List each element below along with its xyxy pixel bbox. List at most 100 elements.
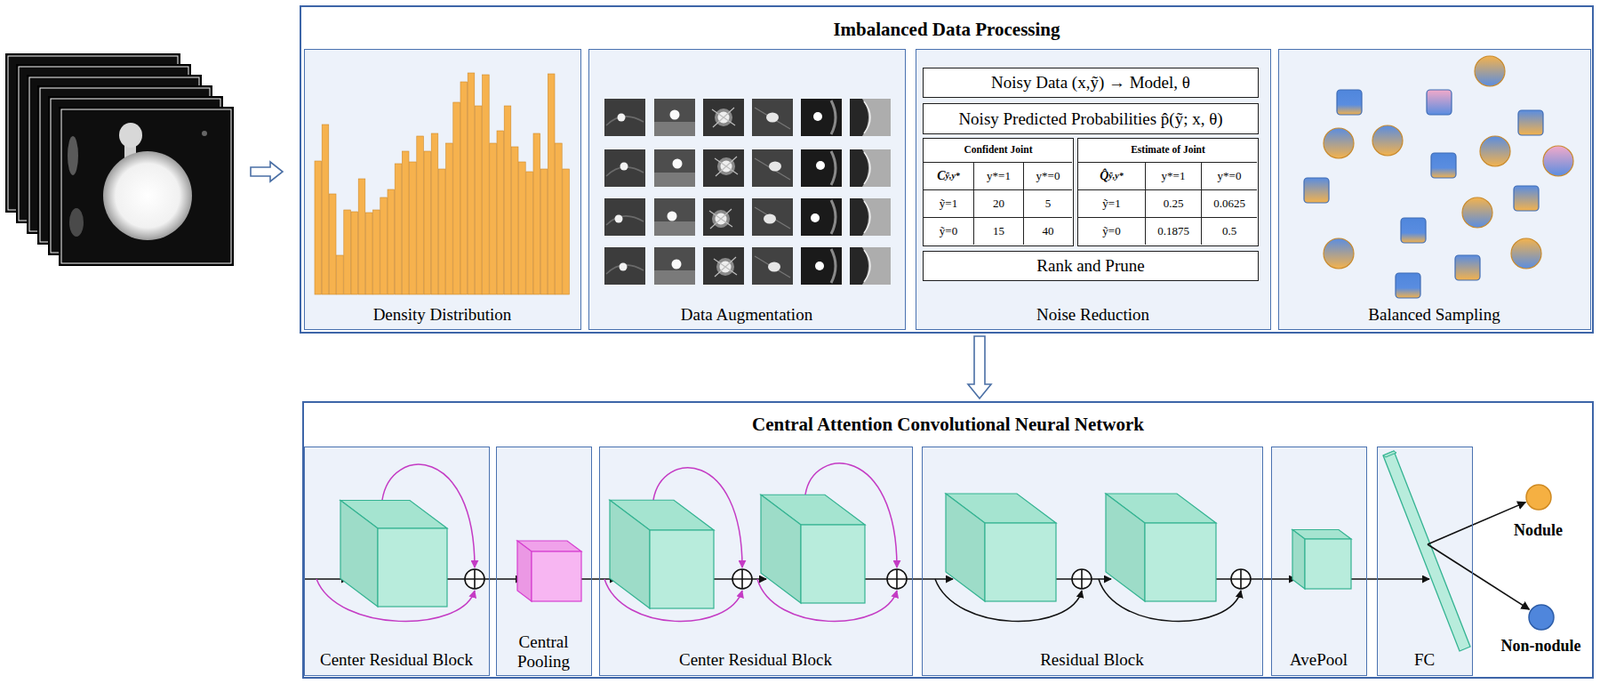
box-label: Central Pooling: [499, 632, 589, 672]
flow-line: [1351, 577, 1430, 580]
ct-slice-edge: [61, 109, 232, 264]
fc-output-stub: [1427, 524, 1473, 544]
histogram-bar: [387, 189, 395, 295]
sum-symbol: [732, 568, 752, 589]
histogram-bar: [526, 171, 534, 295]
ct-thumbnail: [654, 149, 696, 187]
ct-thumbnail: [654, 98, 696, 136]
ct-thumbnail: [604, 198, 646, 236]
ct-pleura: [864, 249, 871, 282]
stage-panel: Balanced Sampling: [1278, 48, 1592, 330]
output-label: Nodule: [1513, 520, 1563, 540]
ct-tissue: [654, 172, 696, 187]
panel-fill: [588, 48, 906, 330]
ct-thumbnail: [604, 247, 646, 285]
histogram-bar: [533, 133, 541, 295]
box-label: Data Augmentation: [680, 304, 813, 325]
skip-connection: [1098, 578, 1241, 622]
sample-square: [1426, 89, 1452, 115]
panel-fill: [921, 446, 1264, 676]
layer-cube: [1292, 529, 1352, 590]
ct-thumbnail: [849, 247, 891, 285]
illustration: [6, 54, 1574, 651]
sample-square: [1518, 110, 1544, 136]
box-label: Noise Reduction: [1036, 304, 1150, 325]
sum-symbol-cross: [1231, 568, 1251, 589]
histogram-bar: [453, 102, 461, 295]
stage-panel: FC: [1376, 446, 1473, 676]
ct-thumbnail: [703, 247, 744, 285]
stage-panel: Data Augmentation: [588, 48, 906, 330]
ct-vessel: [754, 158, 791, 180]
cube-side: [1292, 529, 1305, 590]
output-circle: [1528, 604, 1554, 630]
box-label: AvePool: [1289, 649, 1348, 670]
cube-front: [649, 529, 714, 608]
histogram-bar: [416, 136, 424, 295]
ct-tissue: [69, 208, 84, 237]
ct-slice: [59, 107, 233, 265]
histogram-bar: [344, 209, 352, 295]
histogram-bar: [489, 143, 497, 295]
skip-connection: [316, 578, 475, 622]
stage-panel: Center Residual Block: [599, 446, 913, 676]
stage-panel: Central Pooling: [496, 446, 592, 676]
ct-thumbnail: [752, 98, 793, 136]
table-cell-text: 15: [992, 224, 1005, 239]
histogram-bar: [424, 151, 432, 295]
flow-line: [752, 577, 767, 580]
box-label: Center Residual Block: [679, 649, 832, 670]
box-label: Noisy Predicted Probabilities p̂(ỹ; x, θ…: [958, 109, 1223, 129]
ct-thumbnail: [800, 98, 842, 136]
sum-symbol: [887, 568, 907, 589]
table-cell-text: 40: [1042, 224, 1055, 239]
cube-side: [609, 499, 650, 608]
table-cell: Cỹ,y*: [923, 161, 974, 190]
ct-vessel: [606, 216, 644, 225]
table-cell-text: ỹ=0: [939, 224, 958, 239]
text-slot: Non-nodule: [1486, 636, 1597, 656]
cube-front: [800, 524, 865, 603]
panel-fill: [915, 48, 1272, 330]
ct-pleura: [864, 200, 871, 233]
process-box: Noisy Predicted Probabilities p̂(ỹ; x, θ…: [922, 103, 1259, 135]
text-slot: FC: [1377, 649, 1472, 670]
ct-nodule: [768, 262, 781, 272]
table-cell-text: ỹ,y*: [944, 170, 960, 182]
sample-square: [1336, 89, 1362, 115]
process-box: Noisy Data (x,ỹ) → Model, θ: [922, 67, 1259, 98]
output-node: Non-nodule: [1486, 602, 1597, 662]
box-label: Confident Joint: [964, 144, 1033, 156]
ct-nodule: [670, 110, 680, 120]
sum-symbol-cross: [887, 568, 907, 589]
table-cell-text: y*=0: [1036, 169, 1061, 184]
stage-panel: Residual Block: [921, 446, 1264, 676]
text-slot: Density Distribution: [304, 304, 581, 325]
panel-fill: [1376, 446, 1473, 676]
histogram-bar: [467, 72, 475, 295]
cube-side: [760, 494, 801, 603]
ct-nodule: [672, 259, 682, 270]
table-box: Confident JointCỹ,y*y*=1y*=0ỹ=1205ỹ=0154…: [922, 137, 1074, 247]
box-label: Rank and Prune: [1036, 256, 1144, 276]
ct-tissue: [654, 221, 696, 236]
histogram-bar: [358, 178, 366, 295]
sample-square: [1455, 255, 1480, 280]
cube-front: [984, 522, 1056, 601]
ct-thumbnail: [752, 149, 793, 187]
text-slot: AvePool: [1272, 649, 1367, 670]
histogram-bar: [409, 161, 417, 295]
text-slot: Confident Joint: [923, 138, 1073, 162]
table-cell: y*=0: [1200, 161, 1257, 190]
ct-thumbnail: [800, 247, 842, 285]
histogram-bar: [351, 211, 359, 295]
table-cell-text: ỹ=1: [939, 197, 958, 211]
output-label: Non-nodule: [1500, 636, 1581, 656]
sample-circle: [1372, 125, 1403, 156]
sum-symbol-cross: [732, 568, 752, 589]
histogram-bar: [482, 74, 490, 295]
ct-thumbnail: [654, 198, 696, 236]
ct-nodule: [768, 161, 782, 172]
histogram-bar: [446, 143, 454, 295]
